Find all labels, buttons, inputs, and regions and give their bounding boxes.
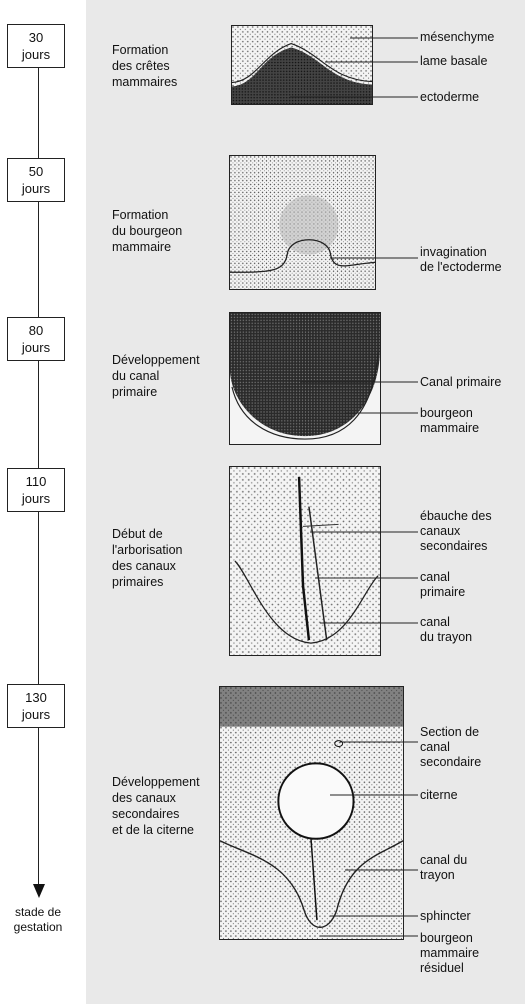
day-unit: jours (8, 490, 64, 507)
day-box-30: 30 jours (7, 24, 65, 68)
day-unit: jours (8, 46, 64, 63)
day-number: 80 (8, 322, 64, 339)
day-box-50: 50 jours (7, 158, 65, 202)
day-number: 30 (8, 29, 64, 46)
stage-label-130: Développement des canaux secondaires et … (112, 774, 200, 838)
day-box-130: 130 jours (7, 684, 65, 728)
callout-residual-bud: bourgeon mammaire résiduel (420, 931, 479, 976)
stage-label-50: Formation du bourgeon mammaire (112, 207, 182, 255)
day-unit: jours (8, 180, 64, 197)
callout-secondary-duct-section: Section de canal secondaire (420, 725, 481, 770)
day-number: 130 (8, 689, 64, 706)
callout-cistern: citerne (420, 788, 458, 803)
callout-primary-duct-2: canal primaire (420, 570, 465, 600)
day-box-110: 110 jours (7, 468, 65, 512)
day-unit: jours (8, 706, 64, 723)
stage-label-30: Formation des crêtes mammaires (112, 42, 177, 90)
illustration-crests (231, 25, 373, 105)
illustration-bud (229, 155, 376, 290)
illustration-arborization (229, 466, 381, 656)
day-number: 110 (8, 473, 64, 490)
day-number: 50 (8, 163, 64, 180)
stage-label-80: Développement du canal primaire (112, 352, 200, 400)
callout-sphincter: sphincter (420, 909, 471, 924)
callout-secondary-duct-buds: ébauche des canaux secondaires (420, 509, 492, 554)
timeline-arrow-icon (33, 884, 45, 898)
callout-ectoderm: ectoderme (420, 90, 479, 105)
callout-teat-duct: canal du trayon (420, 615, 472, 645)
day-unit: jours (8, 339, 64, 356)
timeline-end-label: stade de gestation (3, 905, 73, 935)
callout-primary-duct: Canal primaire (420, 375, 501, 390)
illustration-primary-duct (229, 312, 381, 445)
stage-label-110: Début de l'arborisation des canaux prima… (112, 526, 182, 590)
callout-ectoderm-invagination: invagination de l'ectoderme (420, 245, 502, 275)
callout-mammary-bud: bourgeon mammaire (420, 406, 479, 436)
callout-basal-lamina: lame basale (420, 54, 487, 69)
callout-mesenchyme: mésenchyme (420, 30, 494, 45)
day-box-80: 80 jours (7, 317, 65, 361)
callout-teat-duct-2: canal du trayon (420, 853, 467, 883)
illustration-cistern (219, 686, 404, 940)
